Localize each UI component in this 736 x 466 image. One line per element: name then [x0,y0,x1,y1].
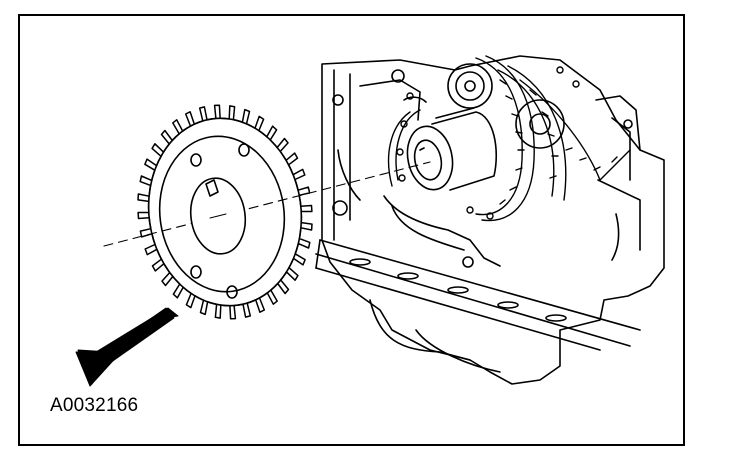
engine-block [315,55,665,385]
timing-chains [387,55,631,222]
figure-id-label: A0032166 [50,395,139,416]
arrow-icon [75,307,179,387]
sensor-ring-sprocket [137,104,313,320]
crankshaft-nose [406,107,498,191]
assembly-centerline [103,161,431,247]
